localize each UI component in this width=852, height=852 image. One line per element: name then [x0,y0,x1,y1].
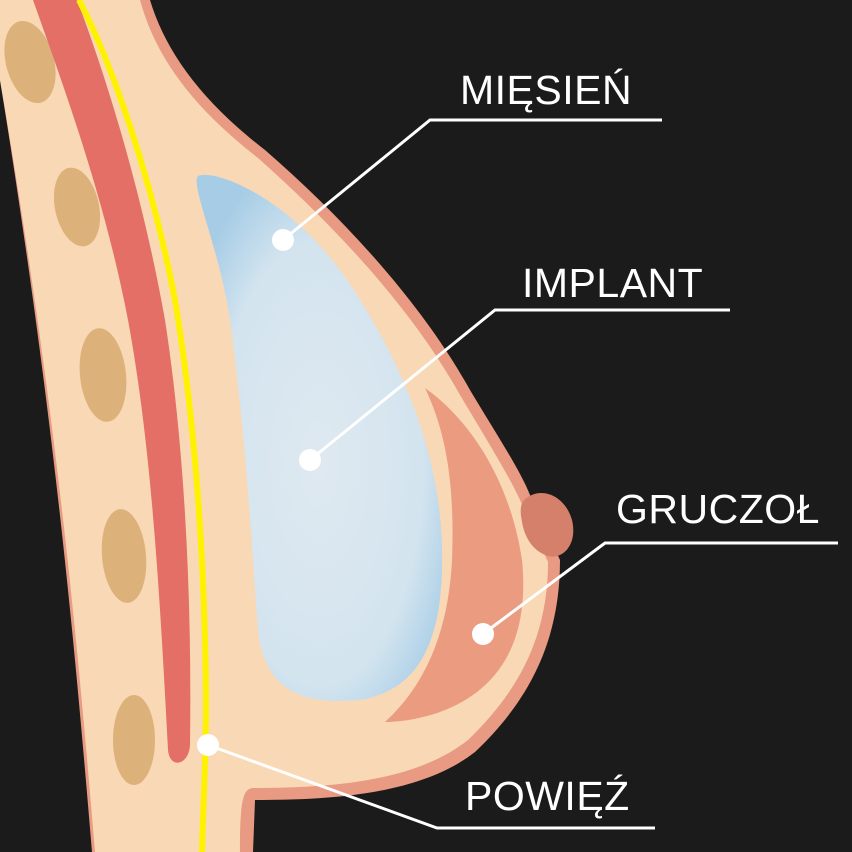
muscle-leader-line [282,118,662,242]
pectoral-muscle [33,0,191,763]
fascia-leader-line [207,743,655,830]
gland-marker-dot [472,623,494,645]
rib [79,328,127,422]
implant-marker-dot [299,449,321,471]
rib [53,167,101,247]
ribs [4,20,155,785]
rib [113,695,155,785]
leader-lines [207,118,838,830]
label-muscle: MIĘSIEŃ [460,67,633,113]
fascia-line [76,0,210,852]
muscle-marker-dot [272,229,294,251]
gland-leader-line [482,541,838,636]
label-implant: IMPLANT [522,260,704,306]
implant-leader-line [309,308,730,462]
rib [101,509,147,603]
label-fascia: POWIĘŹ [465,773,630,819]
rib [4,20,56,104]
label-gland: GRUCZOŁ [616,486,820,532]
fascia-marker-dot [197,734,219,756]
nipple [520,492,574,557]
implant [196,174,443,701]
